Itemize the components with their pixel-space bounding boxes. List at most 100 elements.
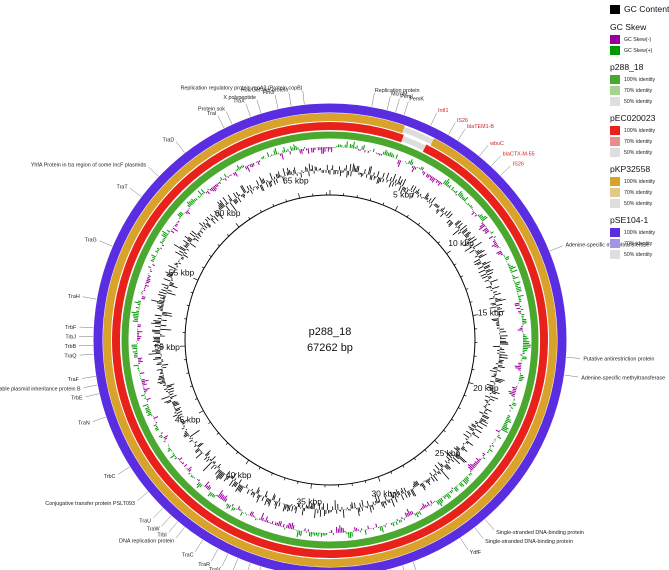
gc-content-bar	[382, 172, 385, 179]
gc-content-bar	[176, 266, 179, 268]
gc-skew-bar	[353, 141, 355, 149]
gc-skew-bar	[479, 215, 484, 219]
gc-skew-bar	[509, 392, 516, 396]
gc-content-bar	[267, 498, 271, 505]
scale-tick	[245, 459, 250, 465]
gc-skew-bar	[206, 485, 211, 490]
gc-skew-bar	[390, 153, 393, 158]
gc-content-bar	[351, 502, 354, 509]
legend-entry-label: 100% identity	[624, 178, 656, 185]
gc-skew-bar	[289, 151, 292, 155]
gc-skew-bar	[401, 516, 403, 520]
gc-skew-bar	[417, 511, 420, 515]
gc-content-bar	[213, 461, 216, 465]
gc-skew-bar	[453, 190, 456, 193]
feature-label: TrbB	[65, 344, 77, 350]
feature-leader	[81, 376, 96, 379]
gc-content-bar	[417, 194, 420, 198]
gc-skew-bar	[494, 440, 496, 442]
ring-pkp32558	[103, 113, 557, 567]
legend-group-title: GC Content	[610, 2, 669, 16]
gc-content-bar	[448, 222, 454, 228]
gc-content-bar	[456, 446, 461, 450]
gc-content-bar	[262, 178, 266, 184]
legend-swatch	[610, 4, 620, 14]
scale-tick	[413, 457, 416, 461]
feature-leader	[564, 374, 579, 378]
feature-label: TraH	[68, 294, 80, 300]
gc-content-bar	[416, 188, 420, 194]
gc-content-bar	[166, 274, 173, 278]
gc-content-bar	[252, 188, 255, 191]
gc-skew-bar	[147, 275, 151, 277]
gc-skew-bar	[160, 432, 163, 435]
gc-skew-bar	[160, 247, 163, 250]
gc-skew-bar	[164, 437, 168, 440]
gc-skew-bar	[265, 516, 268, 523]
gc-content-bar	[165, 390, 169, 393]
gc-content-bar	[217, 212, 224, 219]
gc-skew-bar	[482, 457, 486, 460]
gc-skew-bar	[397, 160, 402, 168]
gc-content-bar	[411, 190, 413, 193]
gc-content-bar	[278, 502, 281, 507]
gc-skew-bar	[508, 265, 514, 269]
gc-skew-bar	[131, 311, 139, 314]
gc-skew-bar	[240, 165, 243, 169]
gc-skew-bar	[404, 512, 408, 518]
gc-skew-bar	[437, 181, 442, 186]
gc-content-bar	[478, 253, 487, 259]
gc-content-bar	[390, 498, 395, 507]
gc-content-bar	[460, 448, 464, 451]
legend-entry-label: 50% identity	[624, 98, 653, 105]
gc-content-bar	[442, 210, 444, 213]
gc-content-bar	[157, 362, 162, 364]
gc-content-bar	[275, 173, 278, 179]
gc-content-bar	[412, 186, 417, 192]
gc-content-bar	[228, 198, 232, 202]
gc-content-bar	[457, 231, 462, 235]
legend-swatch	[610, 97, 620, 106]
gc-content-bar	[364, 169, 366, 174]
gc-skew-bar	[422, 170, 425, 174]
gc-content-bar	[493, 373, 497, 375]
gc-content-bar	[471, 424, 476, 429]
gc-content-bar	[497, 308, 503, 310]
gc-content-bar	[204, 218, 209, 222]
scale-tick	[272, 203, 275, 207]
gc-content-bar	[154, 314, 162, 317]
feature-leader	[217, 115, 225, 129]
gc-skew-bar	[145, 410, 151, 413]
gc-content-bar	[466, 440, 474, 446]
gc-skew-bar	[147, 266, 152, 269]
gc-skew-bar	[474, 461, 479, 465]
gc-skew-bar	[151, 254, 157, 258]
gc-skew-bar	[510, 407, 514, 409]
gc-content-bar	[455, 226, 457, 228]
gc-content-bar	[392, 173, 397, 183]
gc-content-bar	[485, 408, 492, 412]
gc-content-bar	[167, 289, 172, 292]
scale-tick	[453, 263, 457, 266]
gc-skew-bar	[146, 279, 151, 283]
gc-content-bar	[397, 495, 399, 498]
gc-skew-bar	[500, 428, 508, 433]
gc-skew-bar	[142, 403, 149, 407]
feature-leader	[79, 354, 94, 356]
gc-skew-bar	[463, 196, 469, 202]
gc-content-bar	[151, 322, 161, 325]
gc-content-bar	[425, 194, 430, 200]
gc-content-bar	[197, 442, 204, 448]
gc-skew-bar	[209, 492, 213, 497]
gc-content-bar	[493, 374, 497, 377]
gc-content-bar	[482, 275, 488, 279]
scale-tick	[428, 231, 431, 234]
gc-content-bar	[199, 230, 204, 234]
gc-content-bar	[406, 188, 409, 194]
gc-content-bar	[220, 473, 226, 480]
feature-label: Conjugative transfer protein PSLT093	[45, 501, 135, 507]
gc-skew-bar	[379, 526, 382, 532]
gc-content-bar	[474, 420, 479, 424]
gc-content-bar	[408, 490, 411, 496]
feature-leader	[247, 563, 251, 570]
